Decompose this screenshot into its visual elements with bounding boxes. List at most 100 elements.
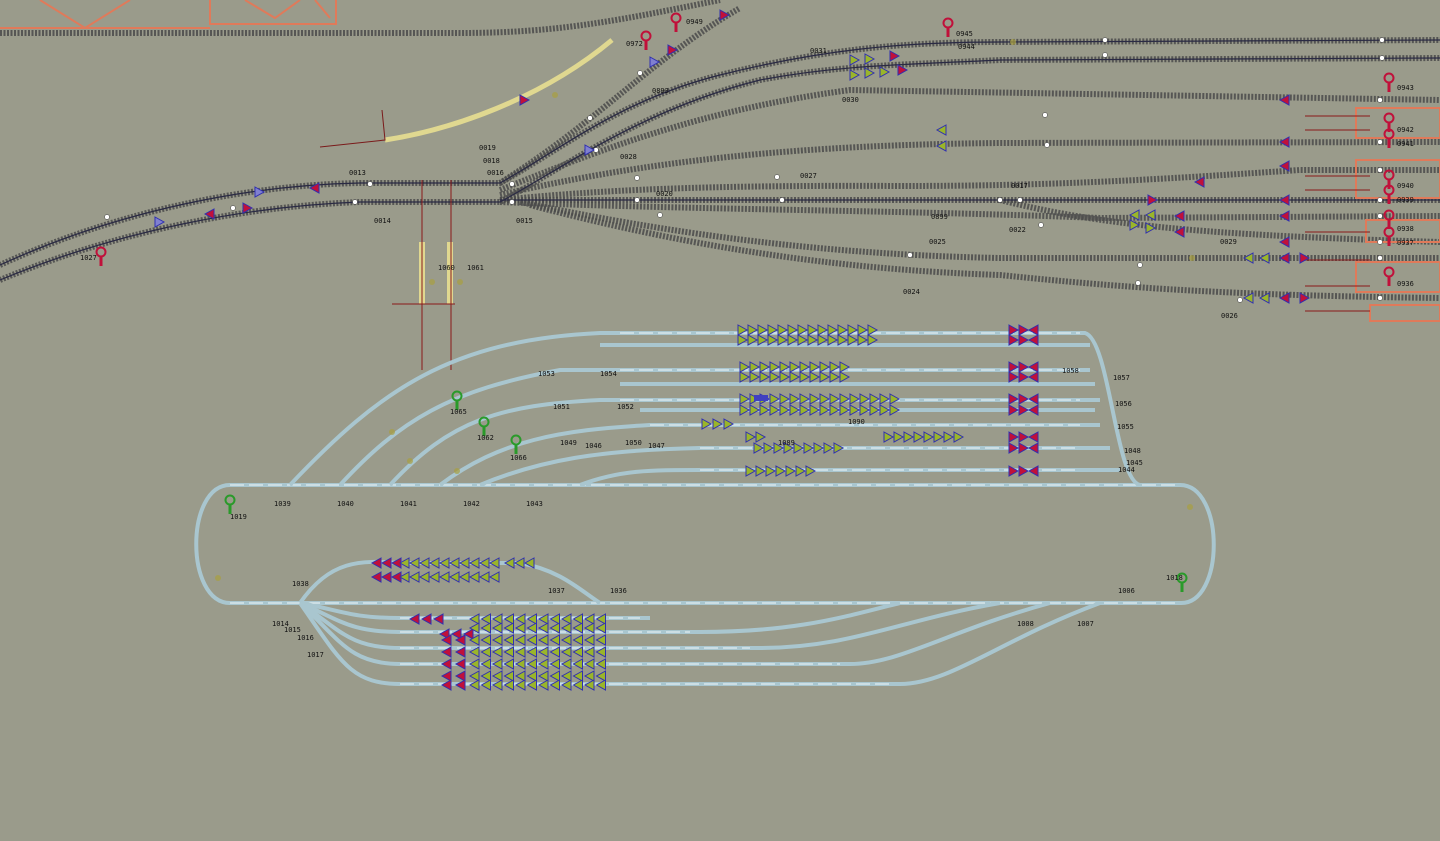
track-label: 1017 [307, 651, 324, 659]
signal-marker [1018, 361, 1030, 373]
signal-marker [1008, 371, 1020, 383]
track-node [509, 199, 515, 205]
signal-marker [1008, 404, 1020, 416]
signal-marker [859, 404, 871, 416]
track-label: 1089 [778, 439, 795, 447]
signal-marker [1278, 210, 1290, 222]
track-label: 0013 [349, 169, 366, 177]
signal-marker [440, 634, 452, 646]
signal-markers [154, 9, 1311, 691]
track-node [1017, 197, 1023, 203]
signal-marker [595, 646, 606, 658]
signal-marker [1129, 219, 1141, 231]
signal-marker [468, 679, 480, 691]
signal-marker [935, 140, 947, 152]
signal-marker [1018, 442, 1030, 454]
signal-marker [805, 465, 817, 477]
signal-marker [468, 613, 480, 625]
track-label: 0030 [842, 96, 859, 104]
signal-marker [1278, 160, 1290, 172]
track-label: 0027 [800, 172, 817, 180]
signal-marker [468, 658, 480, 670]
signal-marker [867, 324, 879, 336]
signal-marker [799, 361, 811, 373]
signal-marker [1018, 371, 1030, 383]
signal-marker [953, 431, 965, 443]
track-label: 1058 [1062, 367, 1079, 375]
signal-marker [1018, 324, 1030, 336]
signal-marker [537, 622, 549, 634]
signal-marker [380, 571, 392, 583]
track-label: 1016 [297, 634, 314, 642]
signal-marker [755, 465, 767, 477]
signal-marker [503, 634, 514, 646]
track-label: 0936 [1397, 280, 1414, 288]
marker-dot [552, 92, 558, 98]
track-nodes [104, 37, 1385, 303]
signal-marker [480, 658, 491, 670]
signal-marker [549, 622, 560, 634]
signal-marker [526, 658, 537, 670]
signal-marker [864, 67, 876, 79]
signal-marker [560, 670, 572, 682]
marker-dot [457, 279, 463, 285]
signal-key-icon [1383, 112, 1395, 124]
signal-marker [829, 393, 841, 405]
signal-marker [488, 571, 500, 583]
signal-marker [809, 404, 821, 416]
signal-marker [440, 658, 452, 670]
signal-marker [785, 465, 797, 477]
signal-marker [809, 361, 821, 373]
signal-marker [1027, 404, 1039, 416]
track-label: 0972 [626, 40, 643, 48]
track-label: 0020 [656, 190, 673, 198]
track-node [779, 197, 785, 203]
track-label: 1090 [848, 418, 865, 426]
signal-key-icon [224, 494, 236, 506]
signal-marker [935, 124, 947, 136]
signal-marker [1008, 465, 1020, 477]
signal-marker [491, 670, 503, 682]
track-label: 1046 [585, 442, 602, 450]
track-label: 1040 [337, 500, 354, 508]
signal-marker [560, 646, 572, 658]
track-node [907, 252, 913, 258]
signal-key-icon [1383, 266, 1395, 278]
signal-marker [526, 646, 537, 658]
track-label: 0939 [1397, 196, 1414, 204]
signal-marker [454, 658, 466, 670]
signal-marker [584, 144, 596, 156]
track-label: 1014 [272, 620, 289, 628]
track-label: 1051 [553, 403, 570, 411]
signal-marker [849, 54, 861, 66]
signal-marker [747, 324, 759, 336]
track-label: 1048 [1124, 447, 1141, 455]
signal-marker [1018, 334, 1030, 346]
signal-marker [440, 670, 452, 682]
signal-marker [537, 658, 549, 670]
signal-marker [797, 334, 809, 346]
signal-marker [779, 371, 791, 383]
signal-marker [889, 393, 901, 405]
track-label: 0017 [1011, 182, 1028, 190]
signal-marker [560, 622, 572, 634]
signal-marker [933, 431, 945, 443]
track-label: 1054 [600, 370, 617, 378]
signal-marker [755, 431, 767, 443]
signal-marker [1008, 334, 1020, 346]
signal-marker [867, 334, 879, 346]
signal-marker [879, 404, 891, 416]
signal-marker [514, 634, 526, 646]
signal-marker [1018, 431, 1030, 443]
track-label: 1045 [1126, 459, 1143, 467]
track-node [1102, 37, 1108, 43]
signal-marker [491, 646, 503, 658]
signal-marker [478, 571, 490, 583]
junction-keys [95, 12, 1395, 592]
signal-marker [537, 646, 549, 658]
signal-key-icon [670, 12, 682, 24]
signal-marker [809, 371, 821, 383]
signal-marker [1027, 431, 1039, 443]
signal-marker [572, 622, 583, 634]
